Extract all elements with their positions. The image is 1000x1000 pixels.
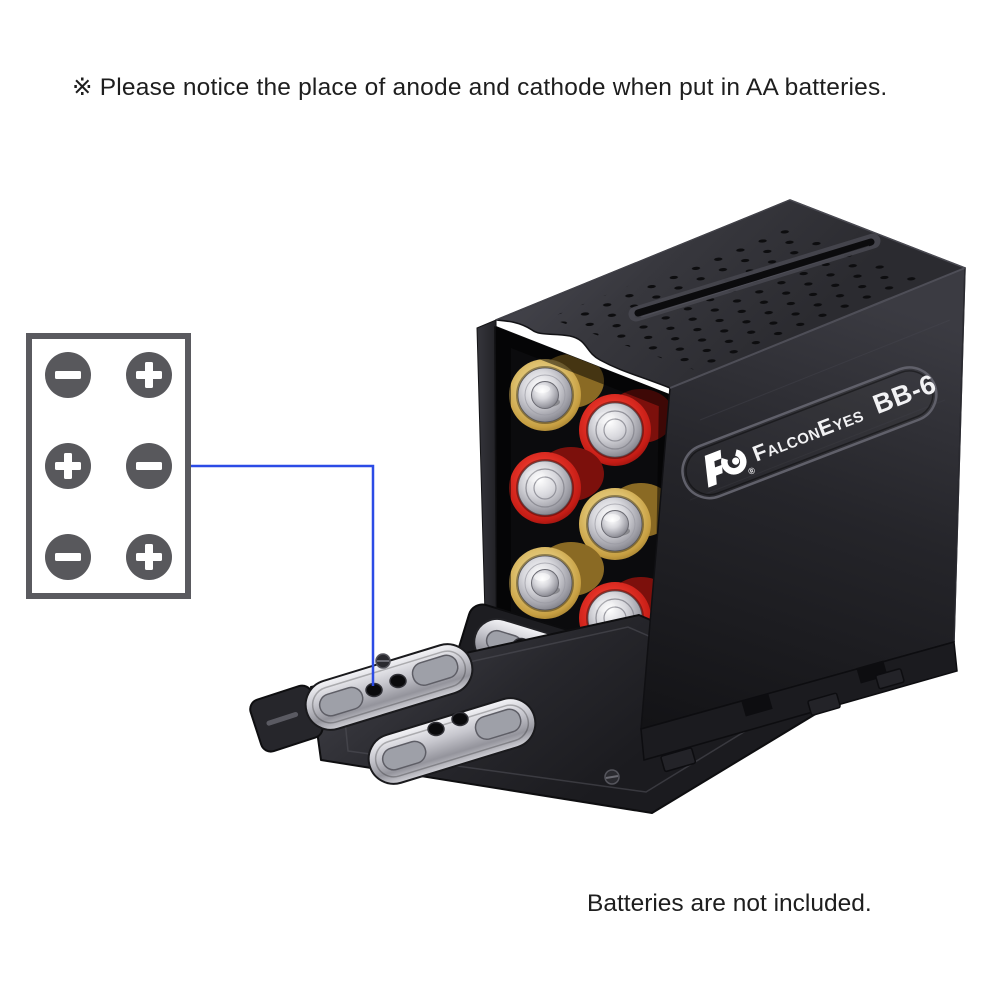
top-slot [628,233,881,322]
polarity-diagram [26,333,191,599]
aa-battery-gold-positive [509,354,604,431]
registered-mark: ® [747,465,757,477]
aa-battery-red-negative [509,447,604,524]
polarity-cell [45,352,91,398]
screw [375,653,620,785]
vent-holes [549,226,929,373]
tray-contact-plate [367,697,537,785]
aa-battery-red-negative [579,389,674,466]
tray-contact-plate [304,643,474,731]
polarity-cell [45,443,91,489]
contact-dot [389,673,407,689]
note-top: ※ Please notice the place of anode and c… [72,74,888,101]
polarity-cell [45,534,91,580]
mount-tab [807,692,841,716]
mount-tab [875,668,905,690]
mount-tab [660,747,697,773]
polarity-cell [126,443,172,489]
falcon-eyes-logo-icon: ® [704,449,757,488]
contact-dot [427,721,445,737]
case-top-face [495,199,966,389]
contact-dot [451,711,469,727]
case-front-face: ® FalconEyes BB-6 [640,267,966,773]
polarity-cell [126,352,172,398]
note-bottom: Batteries are not included. [587,890,872,917]
polarity-cell [126,534,172,580]
aa-battery-gold-positive [509,542,604,619]
aa-battery-gold-positive [579,483,674,560]
connector-line [191,464,375,686]
